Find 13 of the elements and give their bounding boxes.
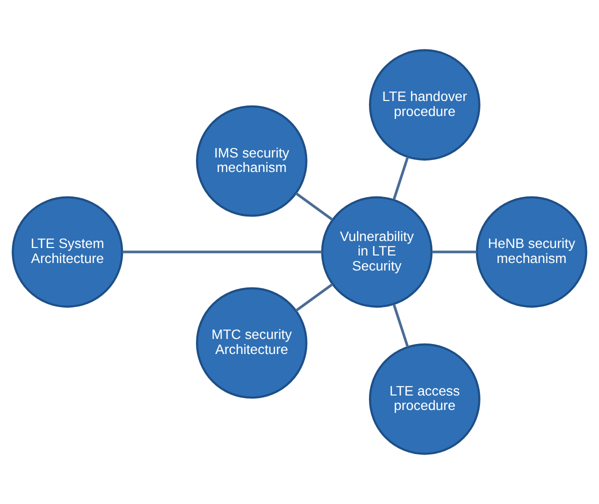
connector bbox=[392, 304, 409, 348]
connector bbox=[295, 283, 334, 312]
node-circle: MTC security Architecture bbox=[196, 287, 308, 399]
connector bbox=[432, 250, 477, 254]
node-circle: Vulnerability in LTE Security bbox=[321, 196, 433, 308]
connector bbox=[122, 250, 322, 254]
connector bbox=[392, 156, 409, 200]
node-circle: LTE handover procedure bbox=[368, 49, 480, 161]
node-circle: LTE System Architecture bbox=[12, 196, 124, 308]
node-circle: HeNB security mechanism bbox=[476, 196, 588, 308]
connector bbox=[295, 192, 334, 221]
node-circle: IMS security mechanism bbox=[196, 105, 308, 217]
node-circle: LTE access procedure bbox=[368, 343, 480, 455]
